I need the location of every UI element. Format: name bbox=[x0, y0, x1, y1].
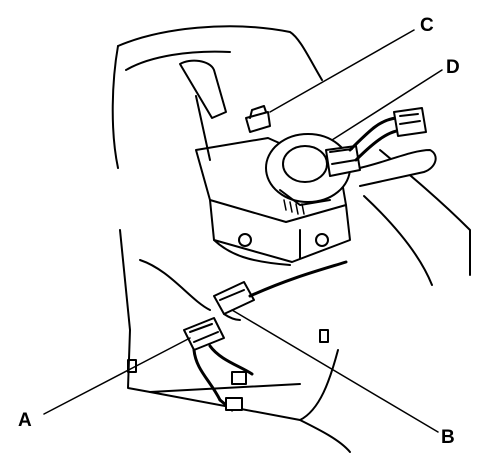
dashboard-outline bbox=[111, 25, 471, 453]
turn-signal-stalk bbox=[349, 149, 437, 187]
lower-harness bbox=[248, 260, 348, 298]
callout-b: B bbox=[441, 427, 455, 448]
leader-line-d bbox=[331, 69, 443, 141]
connector-d bbox=[325, 145, 361, 177]
wiper-stalk bbox=[179, 59, 227, 161]
callout-d: D bbox=[446, 57, 460, 78]
upper-coupler bbox=[393, 107, 427, 137]
harness-clip bbox=[225, 371, 247, 411]
connector-c bbox=[245, 105, 271, 133]
callout-a: A bbox=[18, 410, 32, 431]
callout-c: C bbox=[420, 15, 434, 36]
leader-line-b bbox=[231, 309, 439, 433]
leader-line-c bbox=[269, 29, 415, 113]
leader-line-a bbox=[43, 337, 191, 415]
connector-b bbox=[213, 281, 255, 321]
connector-a bbox=[183, 317, 225, 351]
lower-column-cover bbox=[119, 229, 339, 421]
leader-lines bbox=[43, 29, 443, 433]
